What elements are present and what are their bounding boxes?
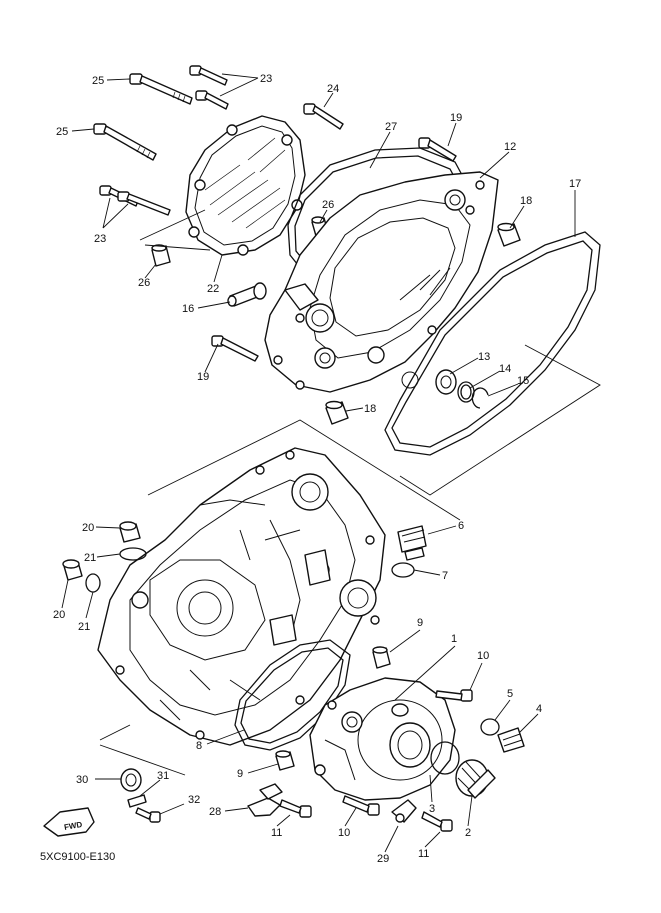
- shaft-16: [227, 282, 267, 307]
- crankcase: [97, 447, 386, 746]
- clamp-28: [247, 783, 283, 817]
- dowel-pin-26-left: [151, 244, 171, 267]
- bolt-25-upper: [129, 73, 193, 105]
- callout-8: 8: [196, 740, 202, 752]
- callout-3: 3: [429, 803, 435, 815]
- crankcase-cover-12: [264, 171, 499, 393]
- o-ring-21-lower: [85, 573, 101, 593]
- callout-7: 7: [442, 570, 448, 582]
- bushing-20-lower: [62, 559, 83, 581]
- bolt-23-upper-a: [189, 65, 228, 86]
- bolt-11-left: [279, 799, 312, 818]
- callout-4: 4: [536, 703, 542, 715]
- bolt-10-lower: [342, 795, 380, 816]
- oil-seal-30: [120, 768, 142, 792]
- o-ring-21-upper: [119, 547, 147, 561]
- dowel-pin-18-lower: [325, 400, 349, 425]
- gasket-17: [384, 231, 601, 456]
- bolt-23-upper-b: [195, 90, 229, 110]
- drain-plug-6: [397, 525, 427, 561]
- fwd-label: FWD: [63, 820, 83, 832]
- callout-11-right: 11: [418, 848, 429, 860]
- callout-26-center: 26: [322, 199, 334, 211]
- callout-14: 14: [499, 363, 511, 375]
- dowel-pin-9-lower: [275, 750, 295, 771]
- callout-18-lower: 18: [364, 403, 376, 415]
- callout-15: 15: [517, 375, 529, 387]
- callout-20-upper: 20: [82, 522, 94, 534]
- callout-10-upper: 10: [477, 650, 489, 662]
- callout-6: 6: [458, 520, 464, 532]
- o-ring-5: [480, 718, 500, 736]
- callout-23-upper: 23: [260, 73, 272, 85]
- callout-26-left: 26: [138, 277, 150, 289]
- callout-20-lower: 20: [53, 609, 65, 621]
- callout-2: 2: [465, 827, 471, 839]
- clamp-31: [127, 794, 147, 808]
- callout-9-upper: 9: [417, 617, 423, 629]
- callout-31: 31: [157, 770, 169, 782]
- callout-30: 30: [76, 774, 88, 786]
- callout-17: 17: [569, 178, 581, 190]
- circlip-15: [471, 387, 489, 409]
- dowel-pin-18-upper: [497, 222, 521, 247]
- bolt-24: [303, 103, 344, 130]
- callout-21-upper: 21: [84, 552, 96, 564]
- callout-9-lower: 9: [237, 768, 243, 780]
- bolt-11-right: [421, 811, 453, 832]
- bolt-25-lower: [93, 123, 157, 161]
- callout-16: 16: [182, 303, 194, 315]
- bolt-19-lower: [211, 335, 259, 362]
- oil-seal-13: [435, 369, 457, 395]
- diagram-code: 5XC9100-E130: [40, 851, 115, 863]
- bolt-32: [135, 807, 161, 823]
- o-ring-3: [430, 741, 460, 775]
- callout-10-lower: 10: [338, 827, 350, 839]
- bushing-20-upper: [119, 521, 141, 543]
- o-ring-14: [457, 381, 475, 403]
- callout-29: 29: [377, 853, 389, 865]
- callout-18-upper: 18: [520, 195, 532, 207]
- fwd-arrow-icon: FWD: [43, 807, 95, 837]
- dowel-pin-9-upper: [372, 646, 391, 669]
- callout-25-upper: 25: [92, 75, 104, 87]
- callout-22: 22: [207, 283, 219, 295]
- generator-cover-1: [309, 677, 456, 801]
- bolt-23-lower-b: [117, 191, 171, 216]
- callout-27: 27: [385, 121, 397, 133]
- callout-11-left: 11: [271, 827, 282, 839]
- callout-25-lower: 25: [56, 126, 68, 138]
- plug-4: [497, 727, 525, 753]
- callout-21-lower: 21: [78, 621, 90, 633]
- callout-1: 1: [451, 633, 457, 645]
- callout-19-upper: 19: [450, 112, 462, 124]
- bolt-10-upper: [435, 689, 473, 702]
- callout-5: 5: [507, 688, 513, 700]
- plug-2: [455, 759, 496, 799]
- callout-32: 32: [188, 794, 200, 806]
- clamp-29: [391, 799, 417, 823]
- o-ring-7: [391, 562, 415, 578]
- clutch-cover-outer: [185, 115, 306, 256]
- callout-12: 12: [504, 141, 516, 153]
- callout-13: 13: [478, 351, 490, 363]
- callout-24: 24: [327, 83, 339, 95]
- callout-23-lower: 23: [94, 233, 106, 245]
- callouts: 25 23 24 25 27 19 12 26 18 17 23 26 22 1…: [53, 73, 581, 865]
- callout-19-lower: 19: [197, 371, 209, 383]
- bolt-19-upper: [418, 137, 457, 162]
- callout-28: 28: [209, 806, 221, 818]
